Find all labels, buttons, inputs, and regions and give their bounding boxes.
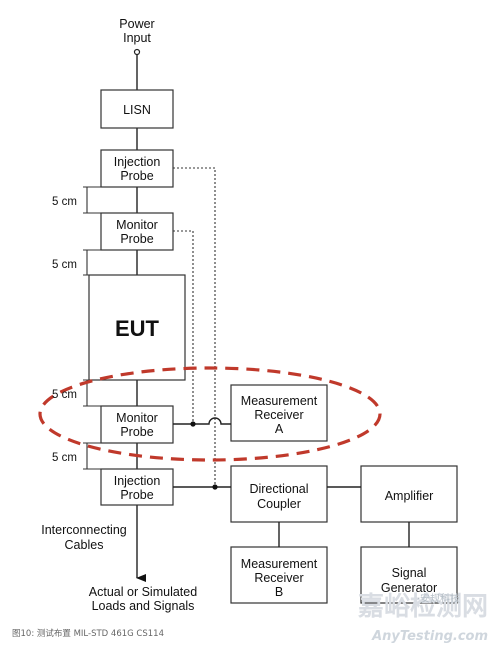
spacing-label-4: 5 cm bbox=[52, 452, 77, 464]
loads-signals-label-line2: Loads and Signals bbox=[92, 599, 195, 613]
solid-connections bbox=[173, 417, 410, 547]
spacing-label-1: 5 cm bbox=[52, 196, 77, 208]
monitor-probe-bottom-label-line1: Monitor bbox=[116, 411, 158, 425]
signal-generator-label-line2: Generator bbox=[381, 581, 437, 595]
spacing-label-2: 5 cm bbox=[52, 259, 77, 271]
lisn-box bbox=[100, 89, 174, 129]
measurement-receiver-a-label-line1: Measurement bbox=[241, 394, 318, 408]
monitor-probe-top-label-line2: Probe bbox=[120, 232, 153, 246]
watermark-chinese: 嘉峪检测网 bbox=[358, 591, 488, 622]
spacing-brackets bbox=[83, 186, 101, 470]
junction-dot-monitor bbox=[190, 421, 196, 427]
measurement-receiver-a-label-line3: A bbox=[275, 422, 284, 436]
directional-coupler-label-line2: Coupler bbox=[257, 497, 301, 511]
signal-generator-label-line1: Signal bbox=[392, 566, 427, 580]
power-input-label-line1: Power bbox=[119, 17, 154, 31]
measurement-receiver-b-box bbox=[230, 546, 328, 604]
injection-probe-bottom-label-line2: Probe bbox=[120, 488, 153, 502]
injection-probe-top-label-line1: Injection bbox=[114, 155, 161, 169]
interconnecting-cables-label-line1: Interconnecting bbox=[41, 523, 127, 537]
power-input-label-line2: Input bbox=[123, 31, 151, 45]
measurement-receiver-a-label-line2: Receiver bbox=[254, 408, 303, 422]
monitor-probe-top-box bbox=[100, 212, 174, 251]
measurement-receiver-b-label-line1: Measurement bbox=[241, 557, 318, 571]
power-input-terminal bbox=[133, 48, 141, 56]
loads-signals-label-line1: Actual or Simulated bbox=[89, 585, 197, 599]
monitor-probe-top-label-line1: Monitor bbox=[116, 218, 158, 232]
interconnecting-cables-label-line2: Cables bbox=[65, 538, 104, 552]
watermark-small: ·安规科技 bbox=[417, 592, 460, 605]
injection-probe-top-label-line2: Probe bbox=[120, 169, 153, 183]
lisn-label: LISN bbox=[123, 103, 151, 117]
dotted-probe-lines bbox=[173, 167, 216, 487]
eut-label: EUT bbox=[115, 316, 160, 341]
measurement-receiver-b-label-line3: B bbox=[275, 585, 283, 599]
boxes bbox=[88, 89, 458, 604]
measurement-receiver-b-label-line2: Receiver bbox=[254, 571, 303, 585]
eut-box bbox=[88, 274, 186, 381]
monitor-probe-bottom-label-line2: Probe bbox=[120, 425, 153, 439]
spacing-label-3: 5 cm bbox=[52, 389, 77, 401]
watermark-english: AnyTesting.com bbox=[371, 629, 488, 644]
figure-caption: 图10: 测试布置 MIL-STD 461G CS114 bbox=[12, 628, 164, 639]
injection-probe-bottom-label-line1: Injection bbox=[114, 474, 161, 488]
signal-generator-box bbox=[360, 546, 458, 604]
directional-coupler-label-line1: Directional bbox=[249, 482, 308, 496]
injection-probe-top-box bbox=[100, 149, 174, 188]
directional-coupler-box bbox=[230, 465, 328, 523]
injection-probe-bottom-box bbox=[100, 468, 174, 506]
junction-dot-injection bbox=[212, 484, 218, 490]
monitor-probe-bottom-box bbox=[100, 405, 174, 444]
measurement-receiver-a-box bbox=[230, 384, 328, 442]
amplifier-label: Amplifier bbox=[385, 489, 434, 503]
highlight-ellipse bbox=[38, 366, 382, 462]
